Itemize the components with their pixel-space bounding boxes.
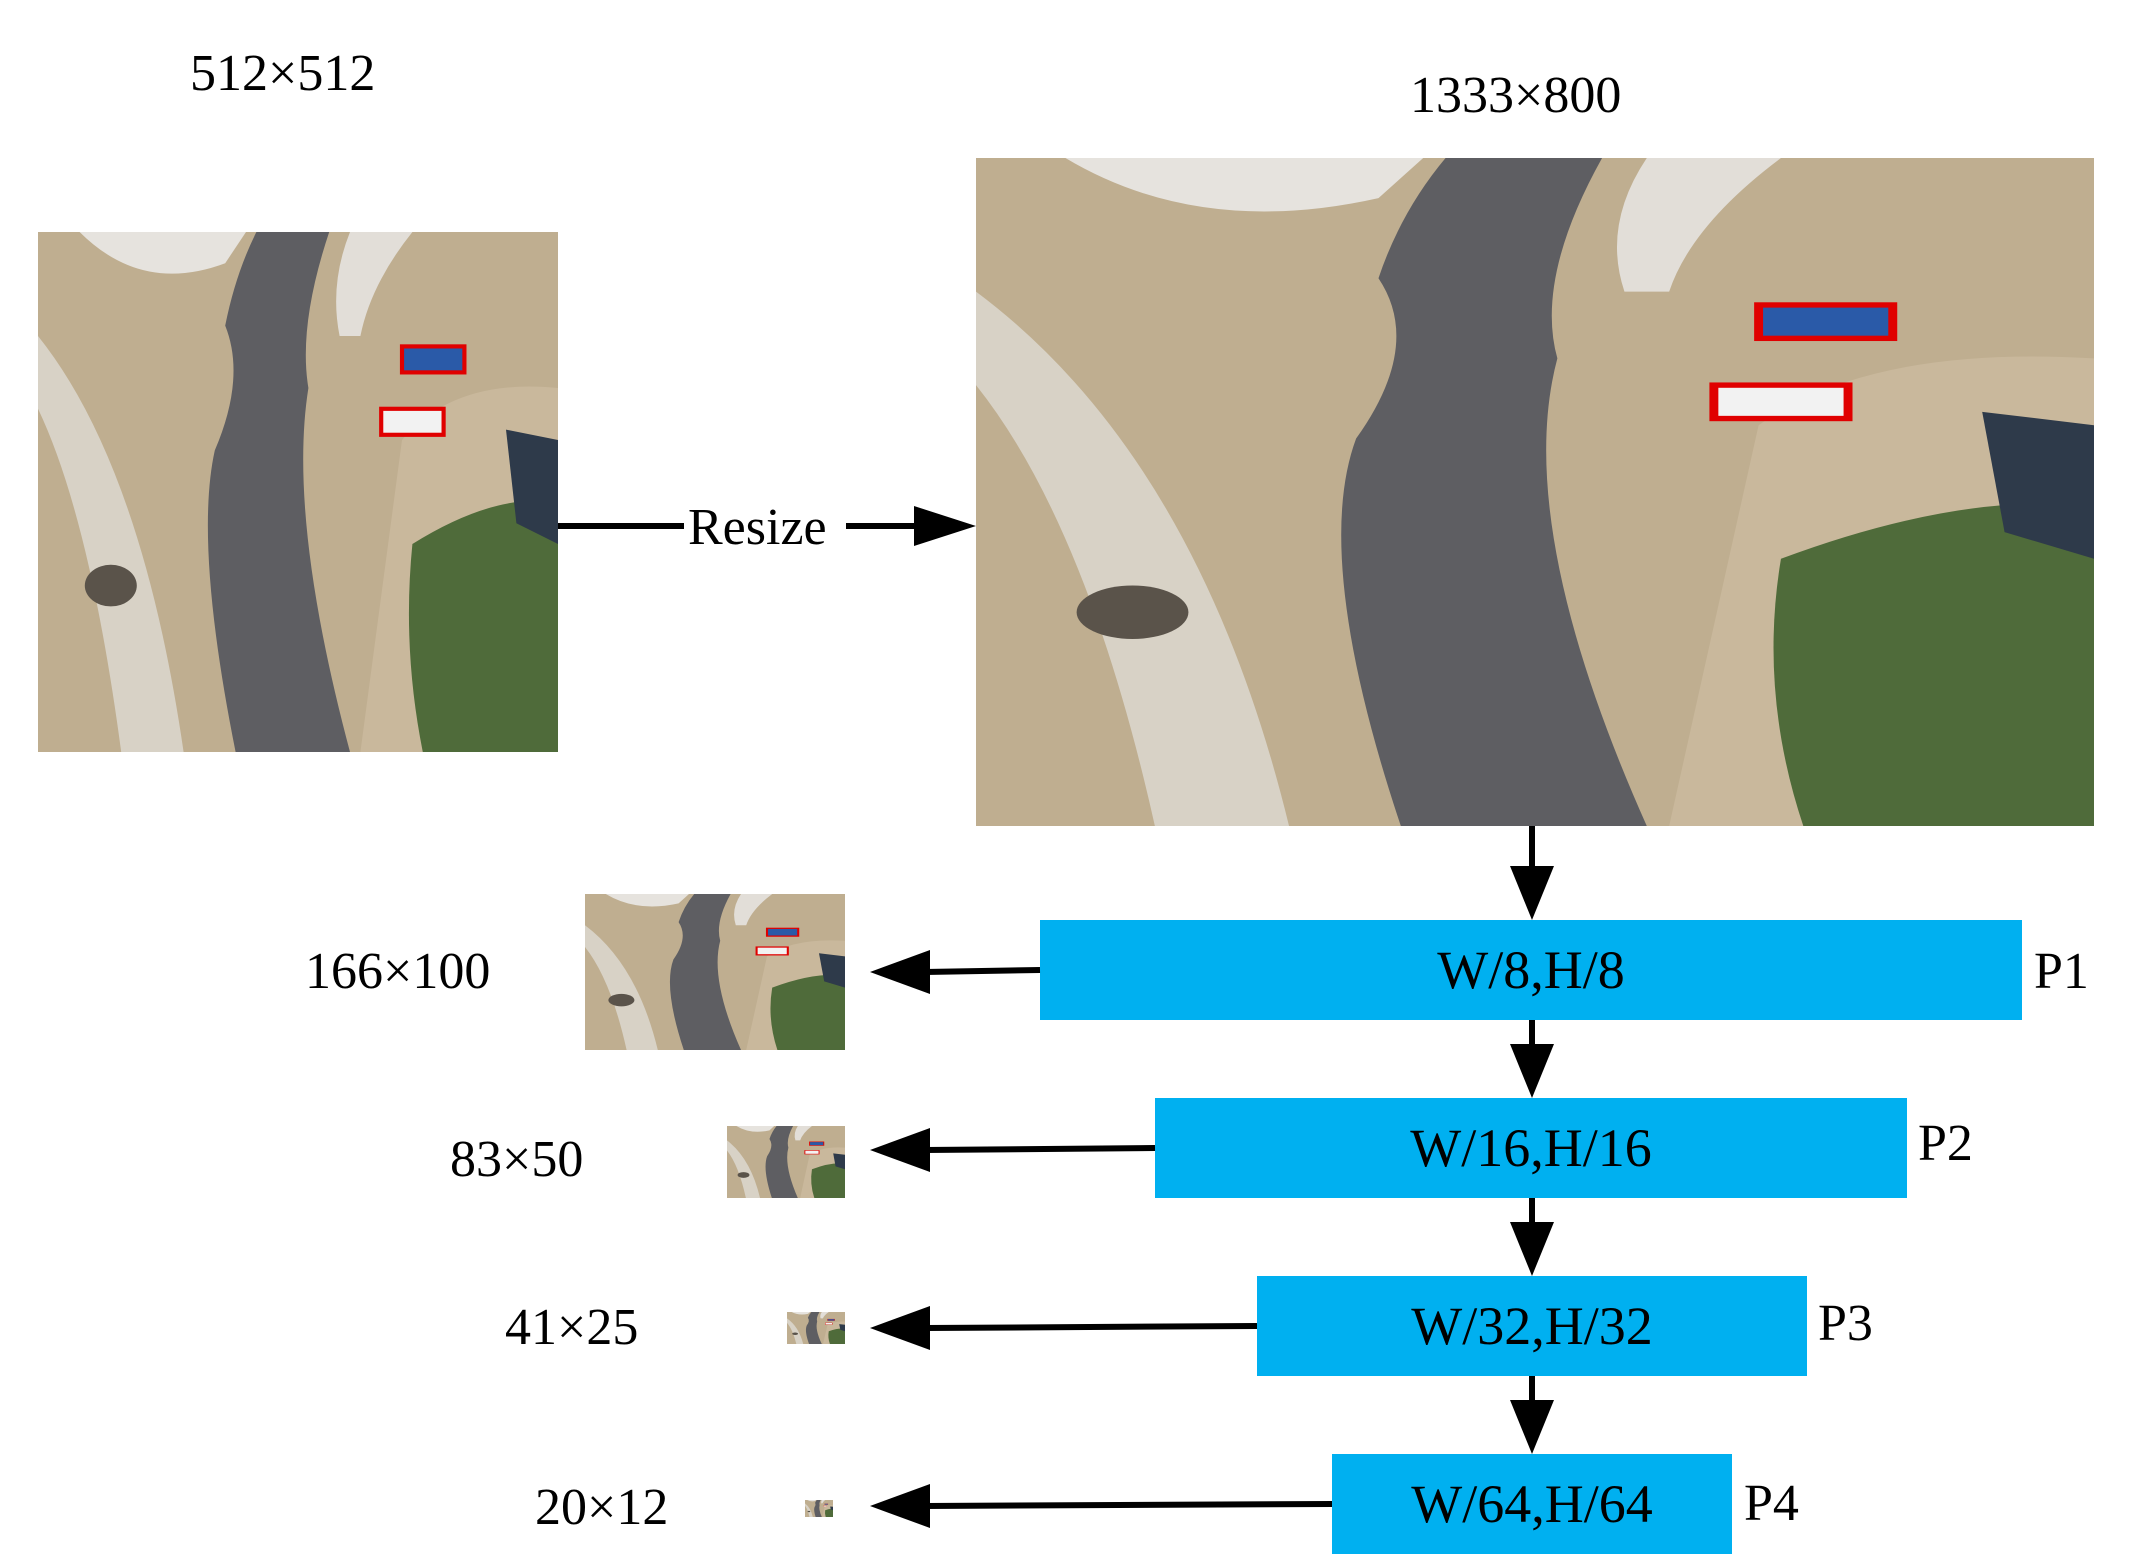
size-label-p3: 41×25 <box>505 1299 639 1356</box>
size-label-p4: 20×12 <box>535 1479 669 1536</box>
resize-arrowhead <box>914 506 976 546</box>
size-label-p1: 166×100 <box>305 943 491 1000</box>
level-box-p2: W/16,H/16 <box>1155 1098 1907 1198</box>
resized-size-label: 1333×800 <box>1410 67 1622 124</box>
level-name-p3: P3 <box>1818 1295 1873 1352</box>
level-name-p2: P2 <box>1918 1115 1973 1172</box>
level-name-p4: P4 <box>1744 1475 1799 1532</box>
left-arrows <box>870 950 1333 1528</box>
down-arrows <box>1510 826 1554 1454</box>
level-box-p4: W/64,H/64 <box>1332 1454 1732 1554</box>
resize-label: Resize <box>686 499 829 556</box>
level-box-p1: W/8,H/8 <box>1040 920 2022 1020</box>
input-size-label: 512×512 <box>190 45 376 102</box>
level-box-p3: W/32,H/32 <box>1257 1276 1807 1376</box>
level-name-p1: P1 <box>2034 943 2089 1000</box>
size-label-p2: 83×50 <box>450 1131 584 1188</box>
